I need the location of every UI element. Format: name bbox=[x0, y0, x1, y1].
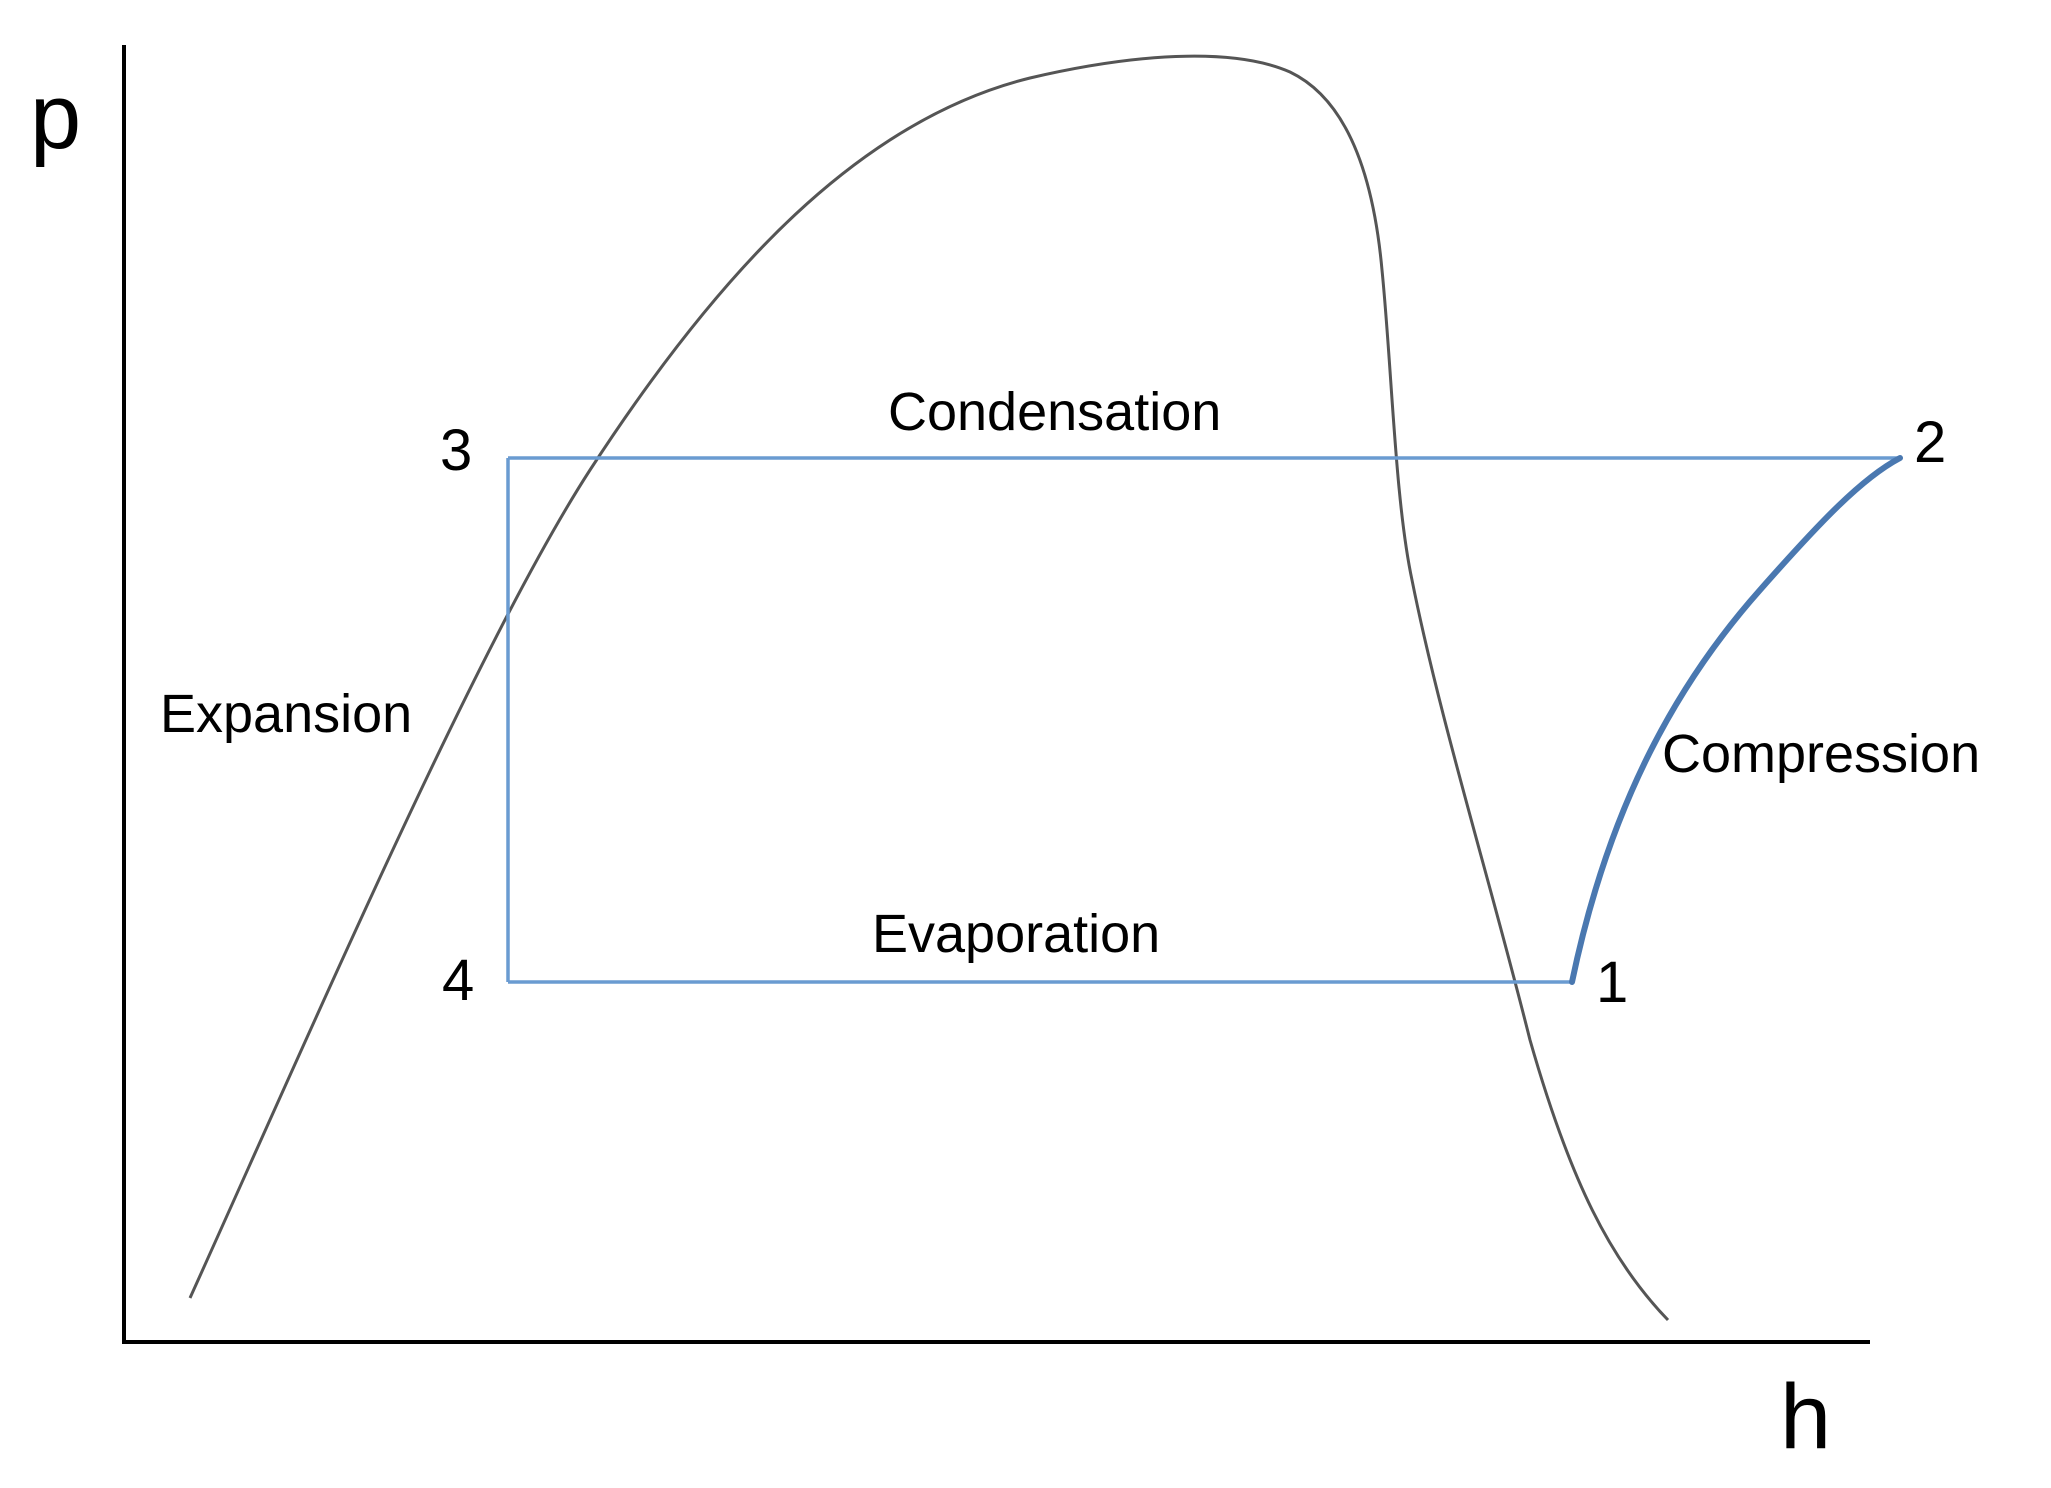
x-axis-label: h bbox=[1780, 1366, 1831, 1468]
state-2-label: 2 bbox=[1914, 410, 1946, 475]
condensation-label: Condensation bbox=[888, 382, 1221, 442]
saturation-dome-curve bbox=[188, 54, 1670, 1322]
state-3-label: 3 bbox=[440, 418, 472, 483]
state-1-label: 1 bbox=[1596, 950, 1628, 1015]
y-axis-label: p bbox=[30, 66, 81, 168]
evaporation-label: Evaporation bbox=[872, 904, 1160, 964]
compression-label: Compression bbox=[1662, 724, 1980, 784]
state-4-label: 4 bbox=[442, 948, 474, 1013]
compression-curve bbox=[1569, 455, 1903, 985]
expansion-label: Expansion bbox=[160, 684, 412, 744]
